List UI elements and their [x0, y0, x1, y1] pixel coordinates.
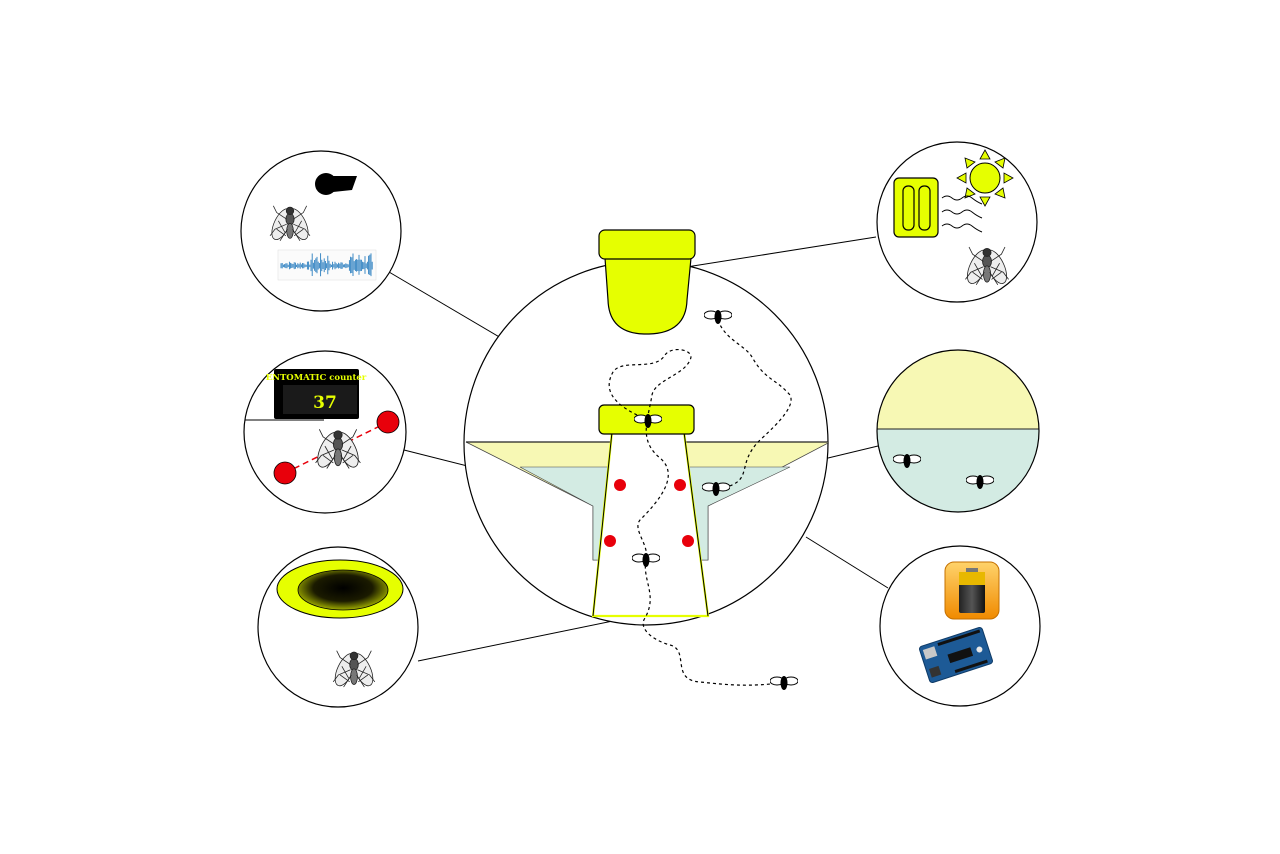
water-reservoir-panel [876, 349, 1040, 513]
temperature-panel [876, 141, 1038, 303]
fly-icon [770, 675, 798, 691]
trap-lid [598, 229, 696, 335]
acoustic-sensor-panel [240, 150, 402, 312]
electronics-panel [879, 545, 1041, 707]
counter-panel: ENTOMATIC counter 37 [243, 350, 407, 514]
trap-entrance-panel [257, 546, 419, 708]
sun-icon [956, 149, 1014, 207]
microphone-icon [315, 173, 357, 195]
battery-icon [944, 561, 1000, 620]
heat-waves-icon [941, 195, 983, 233]
trap-entrance-icon [276, 559, 404, 619]
counter-value: 37 [313, 393, 337, 413]
audio-waveform-icon [277, 249, 377, 281]
counter-title: ENTOMATIC counter [266, 373, 367, 383]
infrared-sensors [604, 479, 694, 547]
heat-element-icon [893, 177, 939, 238]
arduino-board-icon [919, 627, 993, 683]
fly-paths [608, 319, 792, 686]
counter-display-icon: ENTOMATIC counter 37 [266, 369, 367, 419]
trap-cross-section [463, 229, 829, 691]
infrared-beam-icon [273, 410, 400, 485]
